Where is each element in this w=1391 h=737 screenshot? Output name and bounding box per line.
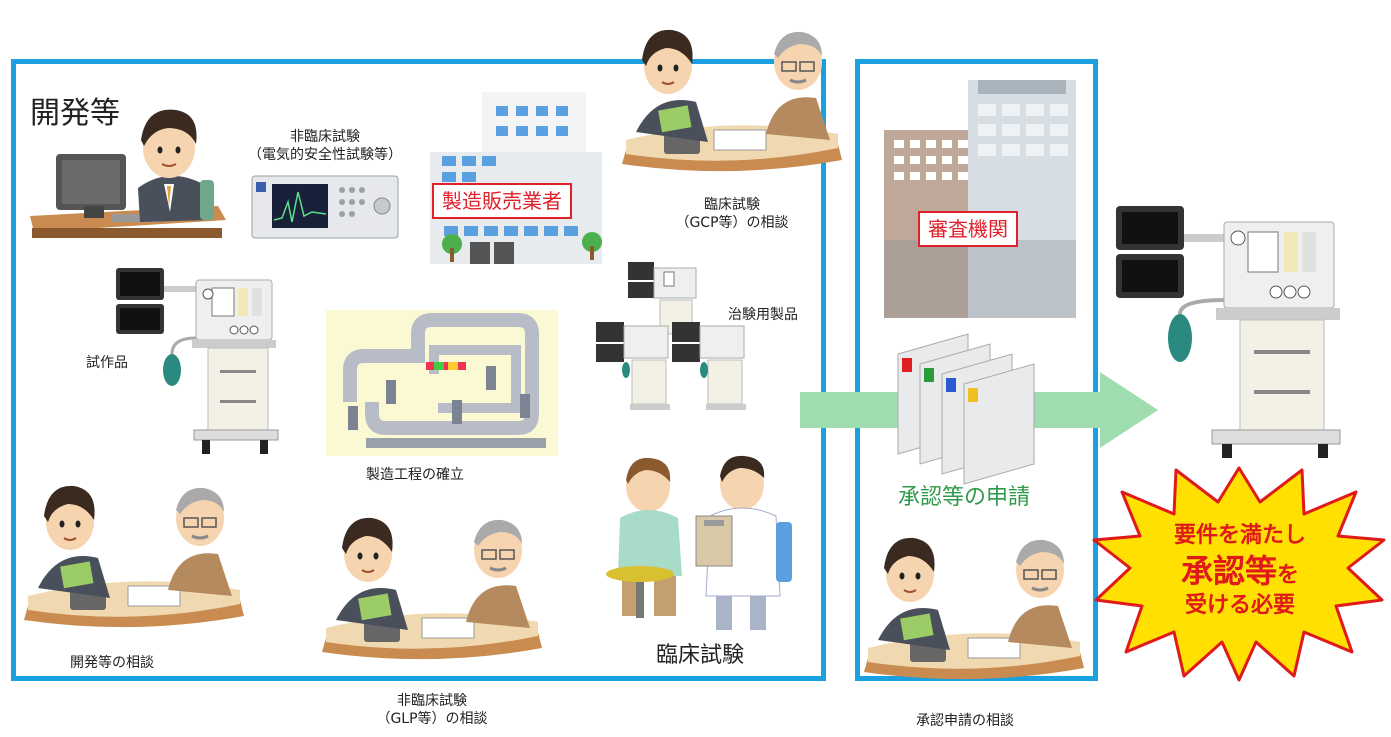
- burst-line2: 承認等を: [1150, 552, 1330, 596]
- clinical-trial-illustration: [606, 455, 792, 630]
- review-body-buildings-illustration: [884, 80, 1076, 318]
- clinical-consult-line2: （GCP等）の相談: [675, 215, 789, 231]
- approved-device-illustration: [1116, 206, 1341, 458]
- requirement-burst: [1092, 466, 1386, 682]
- review-body-label: 審査機関: [918, 211, 1018, 247]
- binders-illustration: [897, 333, 1035, 485]
- manufacturer-building-illustration: [430, 92, 602, 264]
- approval-consult-meeting-illustration: [864, 537, 1084, 680]
- nonclinical-consult-label: 非臨床試験 （GLP等）の相談: [362, 692, 502, 728]
- nonclinical-safety-label: 非臨床試験 （電気的安全性試験等）: [230, 128, 420, 164]
- dev-consult-meeting-illustration: [24, 485, 244, 628]
- clinical-consult-line1: 臨床試験: [704, 197, 760, 213]
- nonclinical-consult-line2: （GLP等）の相談: [376, 711, 488, 727]
- test-instrument-illustration: [251, 175, 399, 239]
- trial-products-illustration: [596, 262, 746, 410]
- application-label: 承認等の申請: [898, 485, 1031, 510]
- manufacturing-line-illustration: [326, 310, 558, 456]
- burst-line3: 受ける必要: [1184, 593, 1295, 618]
- development-frame: [11, 59, 826, 681]
- nonclinical-safety-line1: 非臨床試験: [290, 129, 360, 145]
- clinical-consult-meeting-illustration: [622, 29, 842, 172]
- dev-consult-label: 開発等の相談: [70, 655, 154, 671]
- prototype-device-illustration: [116, 268, 279, 454]
- nonclinical-consult-line1: 非臨床試験: [397, 693, 467, 709]
- manufacturer-label: 製造販売業者: [432, 183, 572, 219]
- page-title: 開発等: [30, 96, 120, 131]
- burst-line2-main: 承認等: [1180, 552, 1277, 590]
- clinical-consult-label: 臨床試験 （GCP等）の相談: [662, 196, 802, 232]
- nonclinical-consult-meeting-illustration: [322, 517, 542, 660]
- developer-illustration: [30, 109, 226, 238]
- nonclinical-safety-line2: （電気的安全性試験等）: [248, 147, 402, 163]
- approval-consult-label: 承認申請の相談: [916, 713, 1014, 729]
- trial-products-label: 治験用製品: [728, 307, 798, 323]
- prototype-label: 試作品: [86, 355, 128, 371]
- clinical-trial-label: 臨床試験: [656, 643, 745, 668]
- burst-line1: 要件を満たし: [1173, 523, 1306, 548]
- burst-line2-suffix: を: [1277, 563, 1300, 588]
- process-label: 製造工程の確立: [366, 467, 464, 483]
